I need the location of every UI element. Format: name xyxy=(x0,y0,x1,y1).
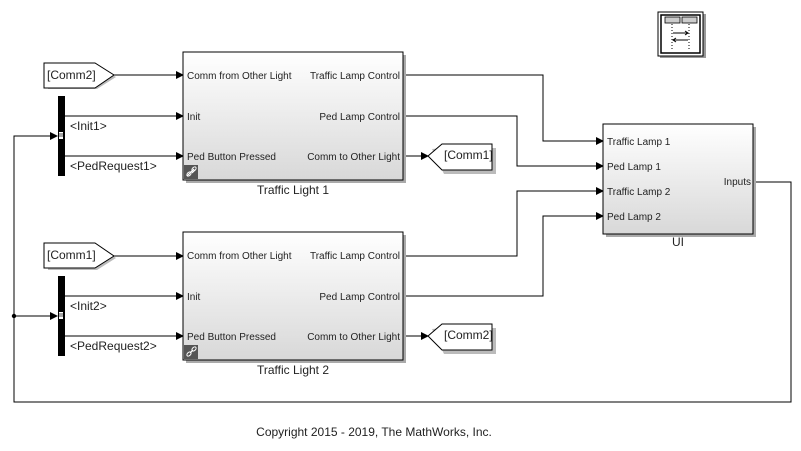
output-port-label: Comm to Other Light xyxy=(307,152,400,163)
bus-signal-label: <PedRequest1> xyxy=(70,159,157,173)
goto-tag-tl2[interactable]: [Comm2] xyxy=(427,323,496,354)
link-icon xyxy=(184,165,198,179)
ui-block[interactable]: Traffic Lamp 1 Ped Lamp 1 Traffic Lamp 2… xyxy=(602,123,756,237)
input-port-label: Init xyxy=(187,112,201,123)
goto-tag-tl1[interactable]: [Comm1] xyxy=(427,143,496,174)
from-tag-label: [Comm1] xyxy=(47,248,96,262)
block-name: Traffic Light 2 xyxy=(257,363,329,377)
line-tl2-ped[interactable] xyxy=(404,212,604,297)
signal-lines xyxy=(13,71,792,403)
traffic-light-2-block[interactable]: Comm from Other Light Init Ped Button Pr… xyxy=(182,231,406,363)
from-tag-tl2[interactable]: [Comm1] xyxy=(43,242,116,270)
from-tag-label: [Comm2] xyxy=(47,68,96,82)
link-icon xyxy=(184,345,198,359)
input-port-label: Traffic Lamp 1 xyxy=(607,137,671,148)
goto-tag-label: [Comm1] xyxy=(444,148,493,162)
output-port-label: Inputs xyxy=(724,177,751,188)
block-name: Traffic Light 1 xyxy=(257,183,329,197)
output-port-label: Comm to Other Light xyxy=(307,332,400,343)
output-port-label: Traffic Lamp Control xyxy=(310,251,400,262)
sequence-viewer-icon[interactable] xyxy=(657,11,706,58)
goto-tag-label: [Comm2] xyxy=(444,328,493,342)
input-port-label: Ped Lamp 1 xyxy=(607,162,661,173)
bus-selector-2[interactable] xyxy=(58,276,65,356)
block-name: UI xyxy=(672,235,684,249)
line-ui-feedback[interactable] xyxy=(13,132,792,403)
branch-point xyxy=(11,313,17,319)
from-tag-tl1[interactable]: [Comm2] xyxy=(43,62,116,89)
bus-signal-label: <Init2> xyxy=(70,299,107,313)
input-port-label: Ped Button Pressed xyxy=(187,152,276,163)
bus-signal-label: <PedRequest2> xyxy=(70,339,157,353)
input-port-label: Comm from Other Light xyxy=(187,71,292,82)
input-port-label: Init xyxy=(187,292,201,303)
output-port-label: Ped Lamp Control xyxy=(319,292,400,303)
bus-selector-1[interactable] xyxy=(58,96,65,176)
input-port-label: Traffic Lamp 2 xyxy=(607,187,671,198)
line-tl1-ped[interactable] xyxy=(404,115,604,170)
input-port-label: Ped Button Pressed xyxy=(187,332,276,343)
traffic-light-1-block[interactable]: Comm from Other Light Init Ped Button Pr… xyxy=(182,51,406,183)
bus-signal-label: <Init1> xyxy=(70,119,107,133)
output-port-label: Traffic Lamp Control xyxy=(310,71,400,82)
input-port-label: Ped Lamp 2 xyxy=(607,212,661,223)
line-tl1-traffic[interactable] xyxy=(404,74,604,145)
input-port-label: Comm from Other Light xyxy=(187,251,292,262)
output-port-label: Ped Lamp Control xyxy=(319,112,400,123)
copyright-text: Copyright 2015 - 2019, The MathWorks, In… xyxy=(256,425,492,439)
line-tl2-traffic[interactable] xyxy=(404,187,604,257)
